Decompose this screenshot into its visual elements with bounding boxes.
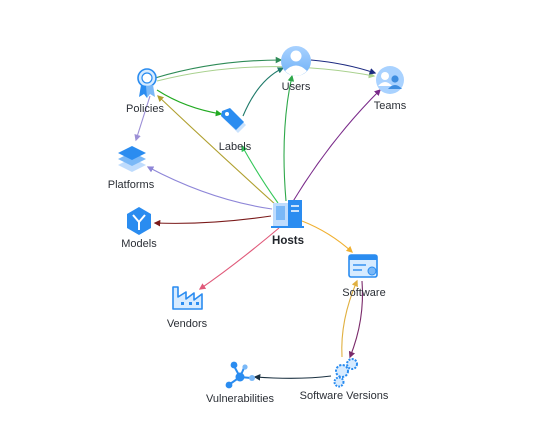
node-label: Vendors <box>167 318 208 330</box>
node-software-versions[interactable]: Software Versions <box>300 358 389 402</box>
node-label: Teams <box>374 100 407 112</box>
edge-hosts-labels <box>241 144 279 204</box>
edge-policies-labels <box>156 89 223 117</box>
node-vulnerabilities[interactable]: Vulnerabilities <box>206 361 275 405</box>
node-policies[interactable]: Policies <box>126 68 164 115</box>
gears-icon <box>333 358 358 388</box>
software-window-icon <box>348 254 378 278</box>
node-labels[interactable]: Labels <box>219 108 252 153</box>
node-software[interactable]: Software <box>342 254 386 299</box>
host-server-icon <box>271 200 304 228</box>
node-teams[interactable]: Teams <box>374 66 407 112</box>
node-label: Labels <box>219 141 252 153</box>
node-vendors[interactable]: Vendors <box>167 286 208 330</box>
node-models[interactable]: Models <box>121 207 157 250</box>
node-label: Platforms <box>108 179 155 191</box>
model-hexagon-icon <box>127 207 151 235</box>
node-hosts[interactable]: Hosts <box>271 200 304 247</box>
ribbon-badge-icon <box>137 68 157 98</box>
edge-layer <box>134 56 381 381</box>
edge-labels-users <box>242 67 285 117</box>
node-platforms[interactable]: Platforms <box>108 146 155 191</box>
network-nodes-icon <box>225 361 255 389</box>
edge-hosts-vendors <box>198 227 280 290</box>
edge-users-teams <box>310 59 377 75</box>
edge-hosts-platforms <box>146 166 273 210</box>
factory-icon <box>172 286 203 310</box>
node-label: Policies <box>126 103 164 115</box>
edge-software-versions <box>348 280 363 359</box>
node-label: Software <box>342 287 385 299</box>
layers-icon <box>118 146 146 172</box>
edge-versions-vulnerabilities <box>253 374 332 381</box>
edge-versions-software <box>341 279 358 358</box>
team-icon <box>376 66 404 94</box>
tag-icon <box>221 108 246 133</box>
node-label: Vulnerabilities <box>206 393 275 405</box>
edge-hosts-teams <box>291 89 381 204</box>
node-label: Models <box>121 238 157 250</box>
edge-policies-teams <box>156 66 376 82</box>
user-icon <box>281 46 311 76</box>
node-label: Users <box>282 81 311 93</box>
node-users[interactable]: Users <box>281 46 311 93</box>
edge-policies-platforms <box>134 95 151 142</box>
node-label: Software Versions <box>300 390 389 402</box>
edge-hosts-users <box>283 74 295 202</box>
edge-hosts-models <box>153 215 272 227</box>
edge-hosts-policies <box>157 95 277 206</box>
node-label: Hosts <box>272 235 304 247</box>
edge-policies-users <box>154 56 283 79</box>
edge-hosts-software <box>301 220 353 253</box>
